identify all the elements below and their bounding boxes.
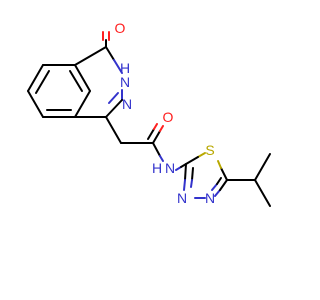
nitrogen-label: N [122, 96, 132, 112]
ring-nitrogen-left-label: N [177, 190, 187, 206]
bond [105, 46, 115, 61]
structure-svg: O H N N O H N S N N [27, 20, 271, 207]
nh-hydrogen-label: H [120, 60, 130, 76]
amide-linker [105, 116, 187, 171]
nh-nitrogen-label: N [120, 74, 130, 90]
thiadiazole-ring [183, 152, 228, 199]
pyridazinone-ring [74, 31, 123, 118]
molecule-diagram: O H N N O H N S N N [27, 20, 271, 207]
bond [216, 177, 222, 185]
bond [191, 167, 194, 181]
amide-nh-hydrogen-label: H [152, 160, 162, 176]
bond [147, 128, 155, 140]
amide-nitrogen-label: N [165, 160, 175, 176]
bond [152, 142, 161, 157]
bond [197, 152, 206, 158]
bond [113, 59, 123, 74]
bond [254, 153, 271, 181]
bond [108, 92, 119, 104]
isopropyl-group [226, 153, 271, 207]
bond [159, 155, 164, 162]
bond [152, 130, 161, 144]
bond [184, 163, 187, 181]
bond [74, 64, 91, 92]
ring-nitrogen-right-label: N [205, 190, 215, 206]
bond [105, 99, 123, 118]
bond [153, 123, 158, 130]
bond [190, 179, 193, 188]
bond [183, 179, 186, 191]
atom-labels: O H N N O H N S N N [115, 20, 216, 206]
bond [211, 183, 218, 191]
sulfur-label: S [205, 142, 214, 158]
amide-oxygen-label: O [163, 109, 174, 125]
bond [105, 116, 122, 144]
bond [74, 90, 91, 118]
bond [159, 125, 164, 132]
bond [254, 179, 271, 207]
bond [74, 46, 107, 66]
bond [35, 70, 50, 94]
oxygen-label: O [115, 20, 126, 36]
bond [217, 160, 222, 169]
bond [69, 70, 83, 92]
bond [220, 167, 228, 181]
benzene-ring [27, 64, 91, 118]
bond [27, 90, 44, 118]
bond [219, 179, 228, 191]
bond [27, 64, 44, 92]
bond [185, 156, 199, 165]
bond [214, 189, 221, 197]
